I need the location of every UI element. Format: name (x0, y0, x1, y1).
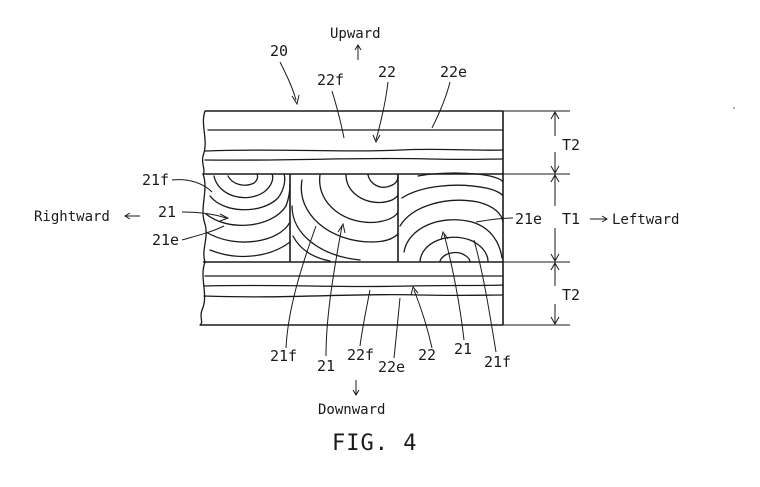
label-21f-bottom-2: 21f (484, 353, 511, 371)
leftward-label: Leftward (612, 212, 679, 228)
left-labels: 21f 21 21e (142, 171, 230, 249)
laminate-panel (199, 110, 504, 326)
scan-speck (733, 107, 735, 109)
label-21f-bottom-1: 21f (270, 347, 297, 365)
figure-caption: FIG. 4 (332, 431, 417, 456)
rightward-label: Rightward (34, 209, 110, 225)
label-22f-top: 22f (317, 71, 344, 89)
core-block-3 (399, 172, 504, 263)
label-22f-bottom: 22f (347, 346, 374, 364)
bottom-veneer-layer (203, 261, 504, 298)
label-21e-right: 21e (515, 210, 542, 228)
top-veneer-layer (203, 129, 504, 175)
label-21-left: 21 (158, 203, 176, 221)
bottom-labels: 21f 21 22f 22e 22 21 21f (270, 222, 511, 376)
label-22e-top: 22e (440, 63, 467, 81)
label-21-bottom-1: 21 (317, 357, 335, 375)
label-21f-left: 21f (142, 171, 169, 189)
reference-numeral: 20 (270, 42, 288, 60)
thickness-label-bottom: T2 (562, 286, 580, 304)
downward-label: Downward (318, 402, 385, 418)
label-21-bottom-2: 21 (454, 340, 472, 358)
direction-indicators: Upward Downward Rightward Leftward (34, 26, 679, 418)
thickness-label-top: T2 (562, 136, 580, 154)
label-22-top: 22 (378, 63, 396, 81)
core-block-1 (205, 173, 291, 258)
thickness-label-middle: T1 (562, 210, 580, 228)
right-label-group: 21e (475, 210, 542, 228)
thickness-dimensions: T2 T1 T2 (503, 110, 580, 326)
core-layer (202, 172, 504, 263)
label-22-bottom: 22 (418, 346, 436, 364)
label-22e-bottom: 22e (378, 358, 405, 376)
upward-label: Upward (330, 26, 381, 42)
label-21e-left: 21e (152, 231, 179, 249)
core-block-2 (291, 174, 399, 262)
reference-numeral-group: 20 (270, 42, 300, 106)
top-labels: 22f 22 22e (317, 63, 467, 144)
